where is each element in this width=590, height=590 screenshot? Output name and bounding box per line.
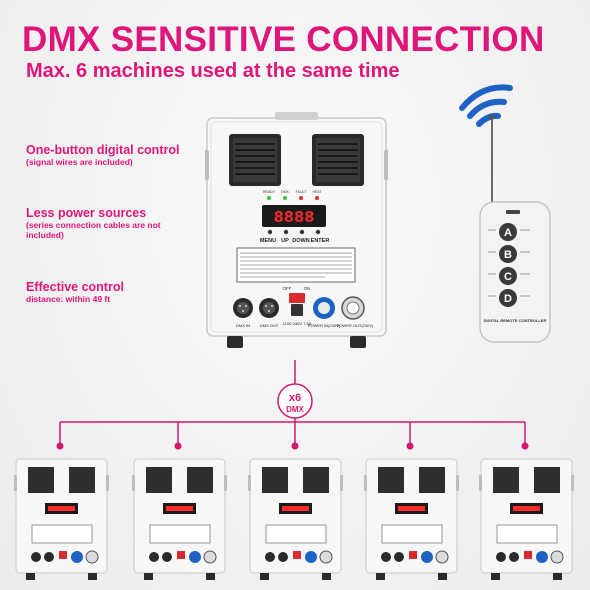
handle (275, 112, 318, 120)
enter-button[interactable]: ENTER (311, 238, 330, 244)
dmx-connection-diagram: x6 DMX (56, 360, 529, 450)
machine-unit (14, 458, 109, 580)
display-digits: 8888 (274, 209, 315, 228)
indicator-label: DMX (281, 190, 289, 194)
badge-count: x6 (289, 392, 301, 404)
indicator-label: READY (263, 190, 276, 194)
led-display (262, 205, 326, 227)
indicator-label: FAULT (296, 190, 307, 194)
fan-left-icon (229, 134, 281, 186)
feature-title: Less power sources (26, 206, 147, 220)
remote-key-b[interactable]: B (504, 249, 512, 261)
foot (227, 336, 243, 348)
page-subtitle: Max. 6 machines used at the same time (26, 60, 400, 82)
remote-brand: DIGITAL REMOTE CONTROLLER (484, 318, 547, 323)
remote-keys: A B C D (499, 223, 517, 307)
wifi-icon (459, 84, 513, 127)
feature-one-button: One-button digital control (signal wires… (26, 143, 179, 167)
port-label: 110V-240V 7.5A (283, 321, 312, 326)
machine-unit (132, 458, 227, 580)
page-title: DMX SENSITIVE CONNECTION (22, 20, 545, 59)
warning-label (236, 247, 356, 283)
feature-desc: (signal wires are included) (26, 157, 133, 167)
main-machine: READY DMX FAULT HEAT 8888 MENU UP DOWN E… (205, 112, 388, 348)
machine-unit (248, 458, 343, 580)
switch-off-label: OFF (283, 286, 292, 291)
fuse-icon (291, 304, 303, 316)
feature-desc: distance: within 49 ft (26, 294, 111, 304)
port-power-in-icon (313, 297, 335, 319)
port-label: POWER IN(230V) (308, 323, 341, 328)
port-label: POWER OUT(230V) (337, 323, 374, 328)
foot (350, 336, 366, 348)
remote-key-a[interactable]: A (504, 227, 512, 239)
feature-effective-control: Effective control distance: within 49 ft (26, 280, 124, 304)
machine-unit (364, 458, 459, 580)
feature-desc: (series connection cables are not includ… (26, 220, 161, 240)
port-label: DMX OUT (260, 323, 279, 328)
x6-badge (277, 383, 313, 419)
feature-title: One-button digital control (26, 143, 180, 157)
feature-title: Effective control (26, 280, 124, 294)
port-label: DMX IN (236, 323, 250, 328)
menu-button[interactable]: MENU (260, 238, 276, 244)
feature-less-power: Less power sources (series connection ca… (26, 206, 161, 240)
remote-key-d[interactable]: D (504, 293, 512, 305)
port-power-out-icon (341, 296, 365, 320)
port-dmx-in-icon (233, 298, 253, 318)
remote-key-c[interactable]: C (504, 271, 512, 283)
indicator-label: HEAT (312, 190, 322, 194)
control-buttons: MENU UP DOWN ENTER (260, 229, 330, 244)
switch-on-label: ON (304, 286, 311, 291)
indicator-leds: READY DMX FAULT HEAT (263, 190, 322, 200)
remote-control: A B C D DIGITAL REMOTE CONTROLLER (459, 84, 551, 343)
port-dmx-out-icon (259, 298, 279, 318)
up-button[interactable]: UP (281, 238, 289, 244)
machine-unit (479, 458, 574, 580)
badge-label: DMX (286, 405, 304, 414)
fan-right-icon (312, 134, 364, 186)
power-switch: OFF ON (283, 286, 311, 303)
down-button[interactable]: DOWN (292, 238, 309, 244)
